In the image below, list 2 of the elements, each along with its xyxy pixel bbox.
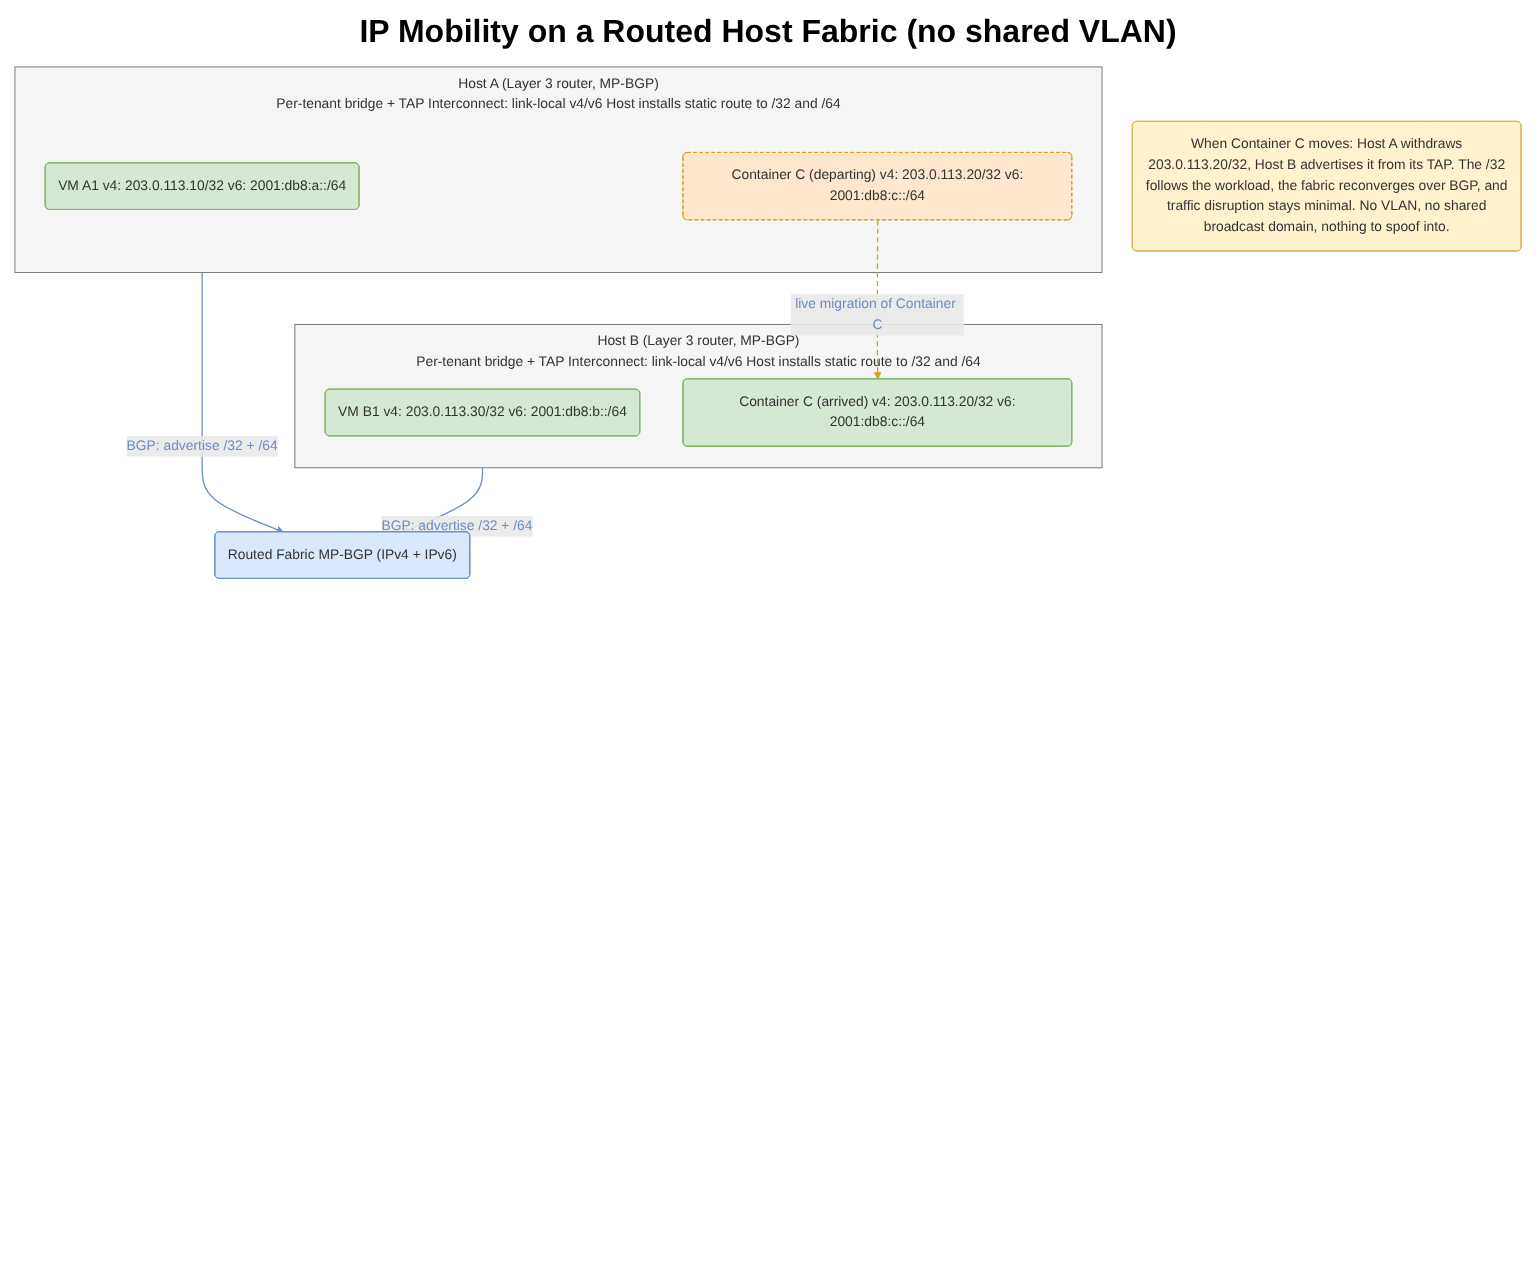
diagram-title: IP Mobility on a Routed Host Fabric (no shared VLAN): [357, 16, 1179, 52]
arrow: [201, 271, 284, 534]
